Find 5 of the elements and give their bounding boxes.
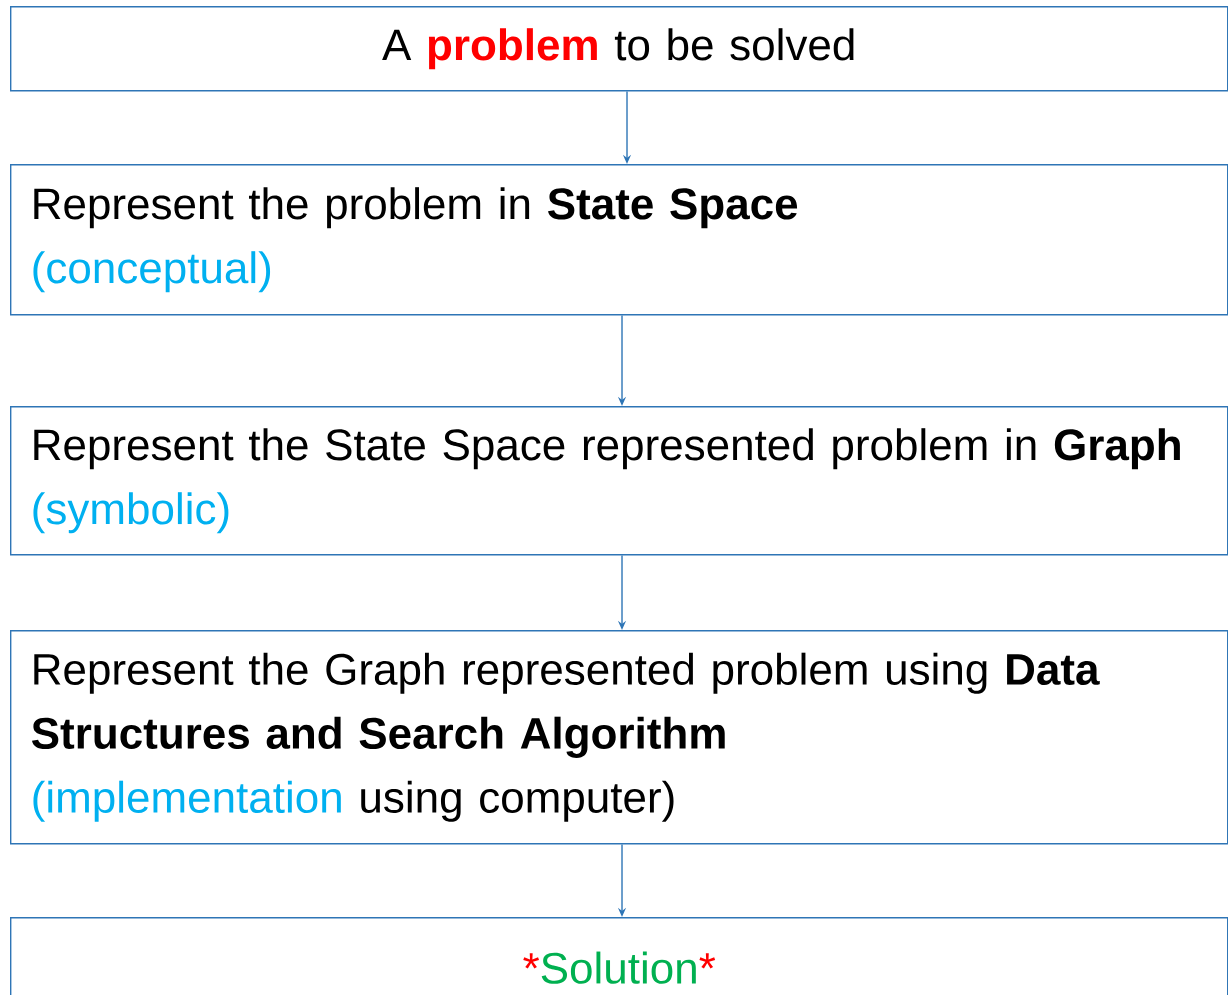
process-box: Represent the problem in State Space (conceptual) — [10, 164, 1228, 316]
process-box: *Solution* — [10, 917, 1228, 995]
process-box: Represent the Graph represented problem using Data Structures and Search Algorithm (implementation using computer) — [10, 630, 1228, 845]
process-box: A problem to be solved — [10, 6, 1228, 92]
process-box: Represent the State Space represented problem in Graph (symbolic) — [10, 406, 1228, 556]
